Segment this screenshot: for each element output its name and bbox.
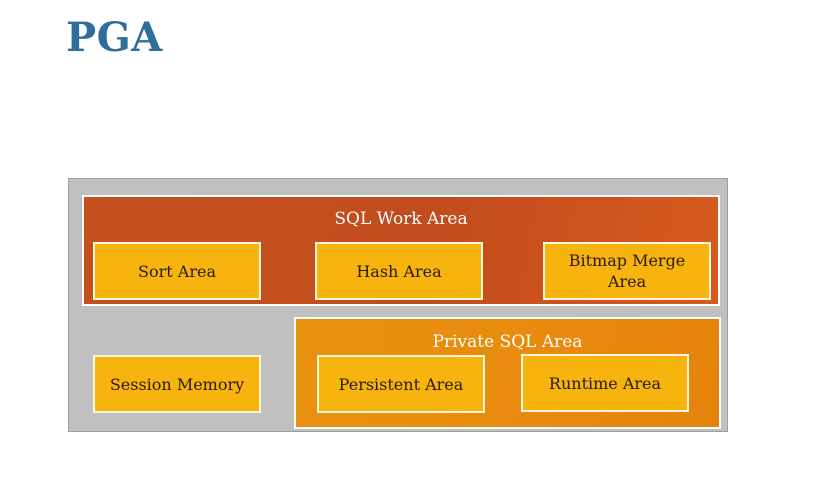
session-memory-box: Session Memory: [93, 355, 261, 413]
private-sql-area-label: Private SQL Area: [432, 332, 583, 352]
persistent-area-box: Persistent Area: [317, 355, 485, 413]
sort-area-box: Sort Area: [93, 242, 261, 300]
sql-work-area-label: SQL Work Area: [334, 209, 468, 229]
page-title: PGA: [66, 14, 163, 61]
hash-area-box: Hash Area: [315, 242, 483, 300]
runtime-area-box: Runtime Area: [521, 354, 689, 412]
bitmap-merge-area-box: Bitmap Merge Area: [543, 242, 711, 300]
